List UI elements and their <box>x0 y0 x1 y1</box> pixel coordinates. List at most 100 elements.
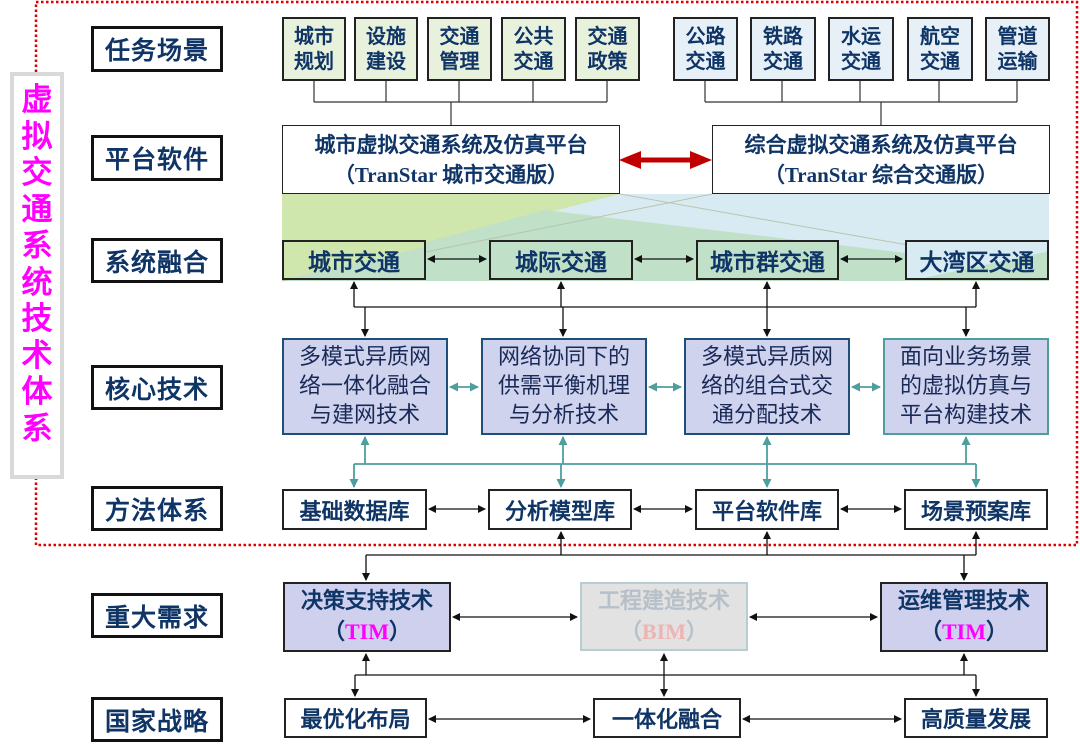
task-public-transit: 公共交通 <box>501 17 566 81</box>
tim-tag: TIM <box>942 619 986 644</box>
task-air-transport: 航空交通 <box>907 17 973 81</box>
task-line: 交通 <box>587 24 628 48</box>
task-traffic-management: 交通管理 <box>427 17 492 81</box>
tim-tag: TIM <box>345 619 389 644</box>
core-network-integration: 多模式异质网络一体化融合与建网技术 <box>282 338 448 435</box>
bim-tag: BIM <box>642 618 686 644</box>
integrated-task-bracket <box>704 80 1018 125</box>
row-label-task-scenes: 任务场景 <box>91 26 223 72</box>
row-label-system-integration: 系统融合 <box>91 238 223 283</box>
task-line: 设施 <box>366 24 406 48</box>
task-line: 规划 <box>294 49 334 73</box>
core-line: 与建网技术 <box>309 403 420 428</box>
task-line: 铁路 <box>763 24 803 48</box>
integration-city-cluster: 城市群交通 <box>696 240 839 280</box>
platform-subtitle: （TranStar 城市交通版） <box>333 162 569 187</box>
platform-urban: 城市虚拟交通系统及仿真平台 （TranStar 城市交通版） <box>282 125 620 194</box>
paren: （ <box>322 619 345 644</box>
demand-engineering-construction: 工程建造技术 （BIM） <box>580 582 748 651</box>
demand-title: 运维管理技术 <box>897 589 1030 614</box>
platform-subtitle: （TranStar 综合交通版） <box>763 162 999 187</box>
integration-intercity: 城际交通 <box>489 240 633 280</box>
paren: ） <box>686 618 709 644</box>
platform-title: 综合虚拟交通系统及仿真平台 <box>744 132 1018 157</box>
demand-operation-maintenance: 运维管理技术 （TIM） <box>880 582 1048 652</box>
demand-title: 工程建造技术 <box>597 588 730 614</box>
side-title: 虚 拟 交 通 系 统 技 术 体 系 <box>10 72 64 479</box>
overlap-shade <box>282 210 1049 281</box>
demand-strategy-bus <box>351 653 980 697</box>
row-label-core-technology: 核心技术 <box>91 365 223 410</box>
task-line: 交通 <box>841 49 881 73</box>
task-road-transport: 公路交通 <box>673 17 738 81</box>
row-label-major-demands: 重大需求 <box>91 593 223 638</box>
side-title-char: 系 <box>21 410 53 447</box>
task-line: 航空 <box>920 24 960 48</box>
task-rail-transport: 铁路交通 <box>750 17 816 81</box>
side-title-char: 术 <box>21 337 53 374</box>
core-line: 平台构建技术 <box>899 403 1032 428</box>
task-line: 交通 <box>513 49 554 73</box>
side-title-char: 拟 <box>21 118 53 155</box>
strategy-integrated-fusion: 一体化融合 <box>593 698 741 738</box>
core-combined-assignment: 多模式异质网络的组合式交通分配技术 <box>684 338 850 435</box>
core-line: 与分析技术 <box>508 403 619 428</box>
side-title-char: 技 <box>21 301 53 337</box>
core-line: 的虚拟仿真与 <box>899 374 1032 399</box>
integration-core-bus <box>350 281 980 337</box>
system-boundary <box>34 0 1079 547</box>
task-line: 管理 <box>439 49 480 73</box>
task-line: 公共 <box>513 24 554 48</box>
paren: ） <box>389 619 412 644</box>
task-line: 城市 <box>294 24 334 48</box>
core-supply-demand-balance: 网络协同下的供需平衡机理与分析技术 <box>481 338 647 435</box>
task-line: 公路 <box>685 24 726 48</box>
task-urban-planning: 城市规划 <box>282 17 346 81</box>
task-line: 政策 <box>587 49 628 73</box>
task-traffic-policy: 交通政策 <box>575 17 640 81</box>
paren: （ <box>919 619 942 644</box>
side-title-char: 体 <box>21 374 53 410</box>
task-water-transport: 水运交通 <box>828 17 894 81</box>
side-title-char: 系 <box>21 228 53 264</box>
task-line: 交通 <box>685 49 726 73</box>
task-line: 交通 <box>439 24 480 48</box>
side-title-char: 交 <box>21 155 53 191</box>
row-label-method-system: 方法体系 <box>91 486 223 531</box>
task-line: 运输 <box>997 49 1038 73</box>
task-line: 建设 <box>366 49 406 73</box>
core-virtual-simulation: 面向业务场景的虚拟仿真与平台构建技术 <box>883 338 1049 435</box>
task-line: 交通 <box>763 49 803 73</box>
core-line: 络一体化融合 <box>298 374 431 399</box>
integration-greater-bay-area: 大湾区交通 <box>905 240 1049 280</box>
core-line: 通分配技术 <box>711 403 822 428</box>
method-scenario-plan-library: 场景预案库 <box>904 489 1048 530</box>
strategy-optimal-layout: 最优化布局 <box>284 698 427 738</box>
paren: （ <box>619 618 642 644</box>
demand-tag: （BIM） <box>582 617 746 647</box>
row-label-national-strategy: 国家战略 <box>91 697 223 742</box>
core-line: 多模式异质网 <box>298 345 431 370</box>
urban-mid-shade <box>282 194 620 210</box>
side-title-char: 虚 <box>21 82 53 118</box>
core-line: 络的组合式交 <box>700 374 833 399</box>
core-method-bus <box>349 436 981 488</box>
side-title-char: 通 <box>21 191 53 228</box>
core-line: 供需平衡机理 <box>497 374 630 399</box>
task-facility-construction: 设施建设 <box>354 17 418 81</box>
demand-tag: （TIM） <box>882 617 1046 647</box>
method-analysis-model-library: 分析模型库 <box>488 489 632 530</box>
demand-decision-support: 决策支持技术 （TIM） <box>283 582 451 652</box>
paren: ） <box>986 619 1009 644</box>
task-line: 交通 <box>920 49 960 73</box>
method-platform-software-library: 平台软件库 <box>695 489 839 530</box>
platform-link-arrow <box>619 151 712 169</box>
integration-urban: 城市交通 <box>282 240 426 280</box>
urban-task-bracket <box>313 80 608 125</box>
demand-title: 决策支持技术 <box>300 589 433 614</box>
side-title-char: 统 <box>21 264 53 301</box>
demand-tag: （TIM） <box>285 617 449 647</box>
task-line: 水运 <box>841 24 881 48</box>
core-line: 面向业务场景 <box>899 345 1032 370</box>
platform-integrated: 综合虚拟交通系统及仿真平台 （TranStar 综合交通版） <box>712 125 1050 194</box>
